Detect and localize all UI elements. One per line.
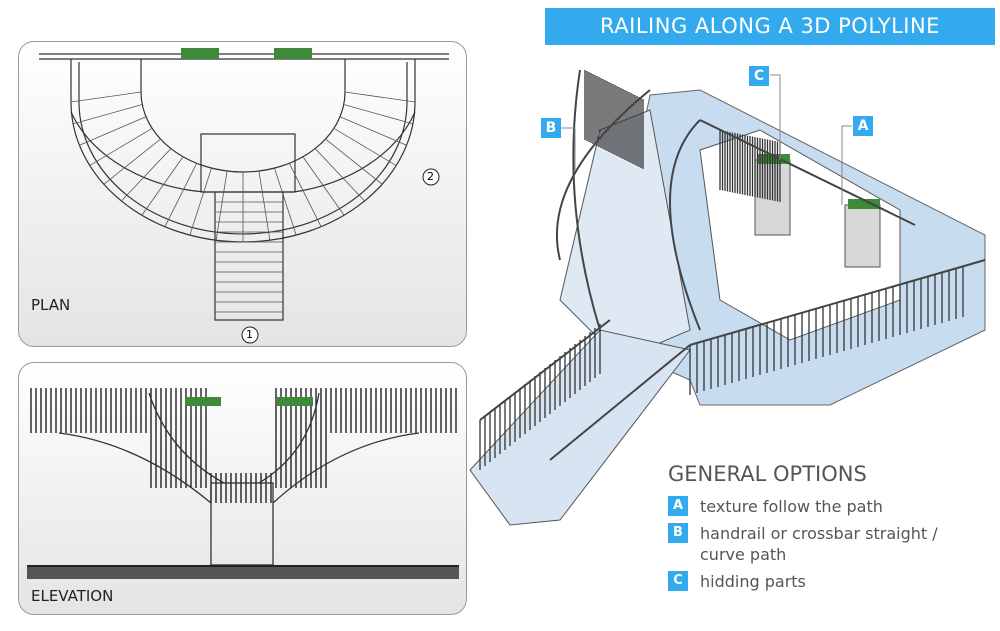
callout-b: B — [541, 118, 561, 138]
option-tag: C — [668, 571, 688, 591]
callout-a: A — [853, 116, 873, 136]
elevation-view-panel: ELEVATION — [18, 362, 467, 615]
option-tag: B — [668, 523, 688, 543]
callout-c: C — [749, 66, 769, 86]
plan-drawing — [39, 48, 449, 344]
option-text: handrail or crossbar straight / curve pa… — [700, 524, 938, 564]
option-text: texture follow the path — [700, 497, 883, 516]
options-heading: GENERAL OPTIONS — [668, 462, 867, 486]
plan-label: PLAN — [31, 296, 71, 314]
elevation-drawing — [27, 388, 459, 579]
section-marker-2: 2 — [427, 170, 434, 183]
section-marker-1: 1 — [246, 328, 253, 341]
elevation-label: ELEVATION — [31, 587, 114, 605]
option-text: hidding parts — [700, 572, 806, 591]
page-title: RAILING ALONG A 3D POLYLINE — [545, 8, 995, 45]
plan-view-panel: 1 2 PLAN — [18, 41, 467, 347]
option-tag: A — [668, 496, 688, 516]
